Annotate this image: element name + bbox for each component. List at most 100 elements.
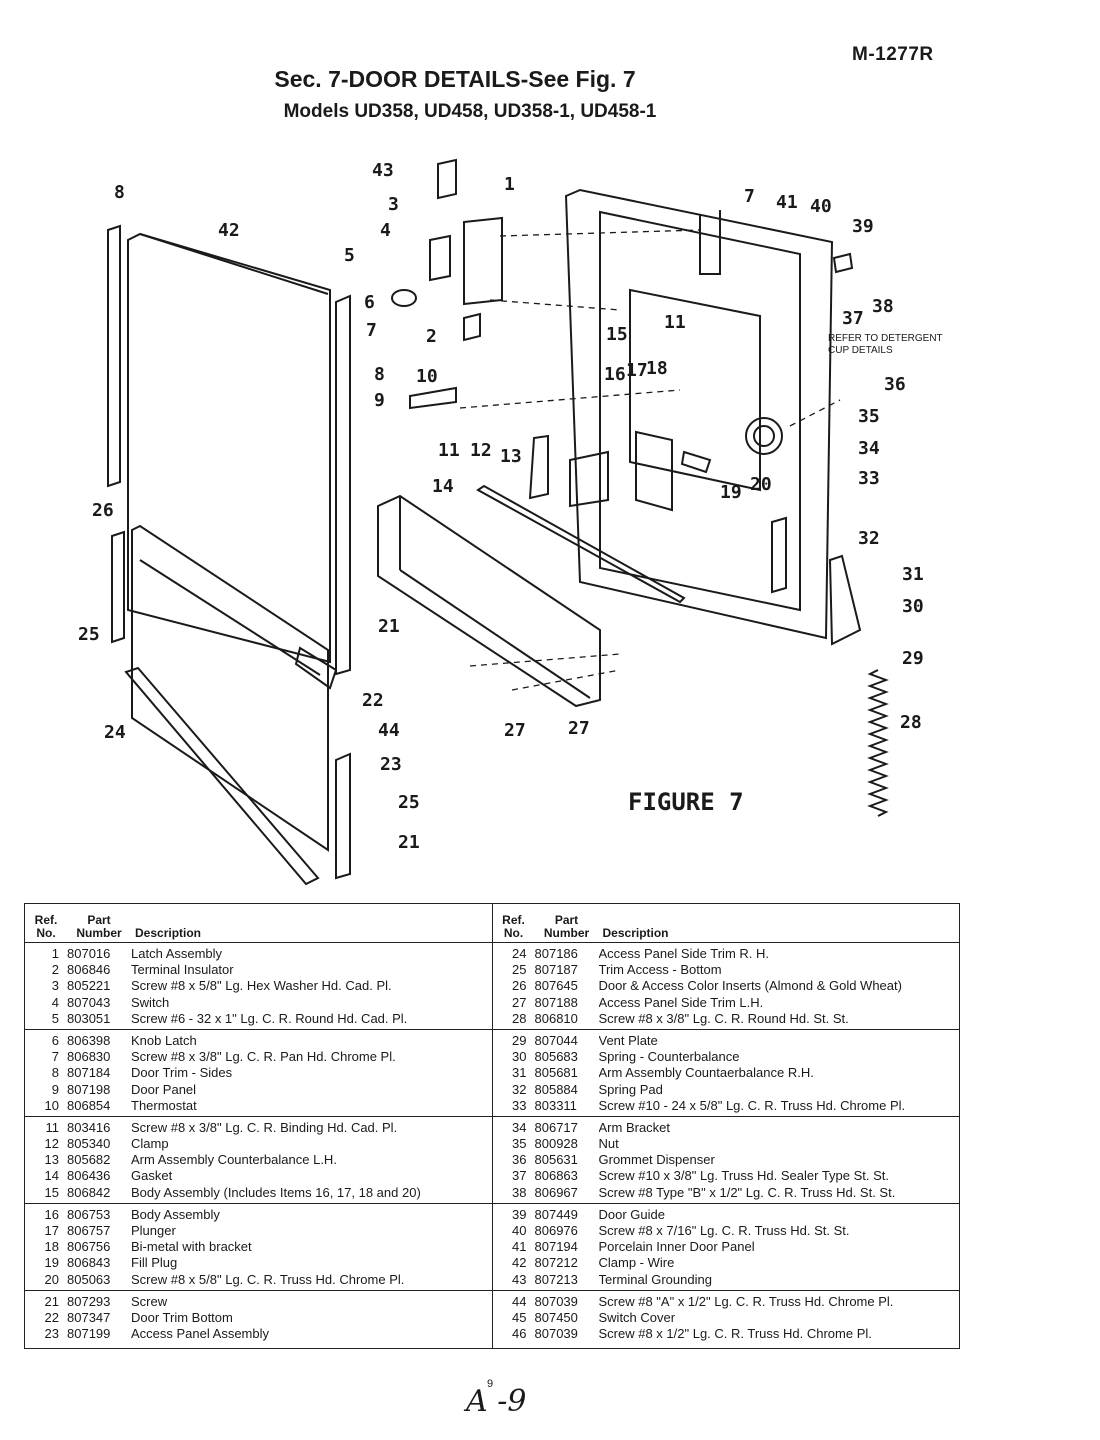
- part-number-cell: 807199: [67, 1326, 111, 1342]
- ref-cell: 26: [512, 978, 527, 994]
- ref-cell: 7: [51, 1049, 59, 1065]
- part-number-cell: 805681: [534, 1065, 578, 1081]
- access-side-trim-right: [335, 752, 351, 880]
- description-cell: Knob Latch: [131, 1032, 197, 1048]
- part-number-cell: 806830: [67, 1049, 111, 1065]
- part-number-cell: 807039: [534, 1293, 578, 1309]
- inner-door-panel: [564, 188, 834, 640]
- ref-cell: 39: [512, 1206, 527, 1222]
- ref-cell: 12: [44, 1136, 59, 1152]
- part-number-cell: 803416: [67, 1119, 111, 1135]
- door-panel: [127, 232, 331, 664]
- part-number-cell: 807194: [534, 1239, 578, 1255]
- ref-cell: 4: [51, 994, 59, 1010]
- ref-cell: 23: [44, 1326, 59, 1342]
- callout-35: 33: [858, 468, 880, 489]
- part-number-cell: 805221: [67, 978, 111, 994]
- description-cell: Trim Access - Bottom: [598, 962, 722, 978]
- description-cell: Arm Assembly Countaerbalance R.H.: [598, 1065, 814, 1081]
- callout-41: 39: [852, 216, 874, 237]
- callout-19: 19: [720, 482, 742, 503]
- part-number-cell: 807449: [534, 1206, 578, 1222]
- description-cell: Body Assembly: [131, 1206, 220, 1222]
- gasket: [476, 484, 686, 604]
- description-cell: Screw #8 x 3/8" Lg. C. R. Round Hd. St. …: [598, 1010, 849, 1026]
- part-number-cell: 807347: [67, 1309, 111, 1325]
- callout-27: 26: [92, 500, 114, 521]
- switch: [429, 234, 451, 282]
- description-cell: Grommet Dispenser: [598, 1152, 715, 1168]
- door-trim-right: [335, 294, 351, 676]
- ref-cell: 13: [44, 1152, 59, 1168]
- knob-latch: [391, 289, 417, 307]
- part-number-cell: 806976: [534, 1223, 578, 1238]
- description-cell: Screw: [131, 1293, 168, 1309]
- table-row: 31 805681 Arm Assembly Countaerbalance R.H…: [493, 1065, 960, 1081]
- callout-21-lower: 21: [398, 832, 420, 853]
- ref-cell: 20: [44, 1271, 59, 1287]
- description-cell: Screw #8 x 3/8" Lg. C. R. Binding Hd. Ca…: [131, 1119, 398, 1135]
- ref-cell: 28: [512, 1010, 527, 1026]
- part-number-cell: 807198: [67, 1081, 111, 1097]
- ref-cell: 16: [44, 1206, 59, 1222]
- arm-bracket-right: [771, 516, 787, 594]
- callout-29: 27: [568, 718, 590, 739]
- callout-45: 43: [372, 160, 394, 181]
- ref-cell: 31: [512, 1065, 527, 1081]
- callout-10: 10: [416, 366, 438, 387]
- description-cell: Body Assembly (Includes Items 16, 17, 18…: [131, 1184, 421, 1200]
- callout-43: 41: [776, 192, 798, 213]
- part-number-cell: 807043: [67, 994, 111, 1010]
- callout-17: 17: [626, 360, 648, 381]
- callout-7-left: 7: [366, 320, 377, 341]
- ref-cell: 37: [512, 1168, 527, 1184]
- part-number-cell: 805340: [67, 1136, 111, 1152]
- part-number-cell: 806863: [534, 1168, 578, 1184]
- part-number-cell: 806436: [67, 1168, 111, 1184]
- part-number-cell: 807212: [534, 1255, 578, 1271]
- description-cell: Screw #8 x 5/8" Lg. Hex Washer Hd. Cad. …: [131, 978, 392, 994]
- callout-37: 35: [858, 406, 880, 427]
- ref-cell: 24: [512, 946, 527, 961]
- ref-cell: 29: [512, 1032, 527, 1048]
- callout-31: 29: [902, 648, 924, 669]
- figure-label: FIGURE 7: [628, 788, 744, 816]
- callout-8: 8: [114, 182, 125, 203]
- callout-8-right: 8: [374, 364, 385, 385]
- ref-cell: 27: [512, 994, 527, 1010]
- callout-32: 30: [902, 596, 924, 617]
- callout-1: 1: [504, 174, 515, 195]
- ref-cell: 38: [512, 1184, 527, 1200]
- part-number-cell: 805683: [534, 1049, 578, 1065]
- page-number: A -9: [466, 1384, 527, 1419]
- ref-cell: 15: [44, 1184, 59, 1200]
- description-cell: Screw #8 x 5/8" Lg. C. R. Truss Hd. Chro…: [131, 1271, 405, 1287]
- ref-cell: 44: [512, 1293, 527, 1309]
- description-cell: Screw #8 Type "B" x 1/2" Lg. C. R. Truss…: [598, 1184, 896, 1200]
- callout-33: 31: [902, 564, 924, 585]
- ref-cell: 35: [512, 1136, 527, 1152]
- grommet-dispenser: [745, 417, 783, 455]
- document-id: M-1277R: [852, 44, 934, 65]
- part-number-cell: 807044: [534, 1032, 578, 1048]
- ref-cell: 36: [512, 1152, 527, 1168]
- description-cell: Arm Bracket: [598, 1119, 671, 1135]
- part-number-cell: 807293: [67, 1293, 111, 1309]
- description-cell: Clamp - Wire: [598, 1255, 675, 1271]
